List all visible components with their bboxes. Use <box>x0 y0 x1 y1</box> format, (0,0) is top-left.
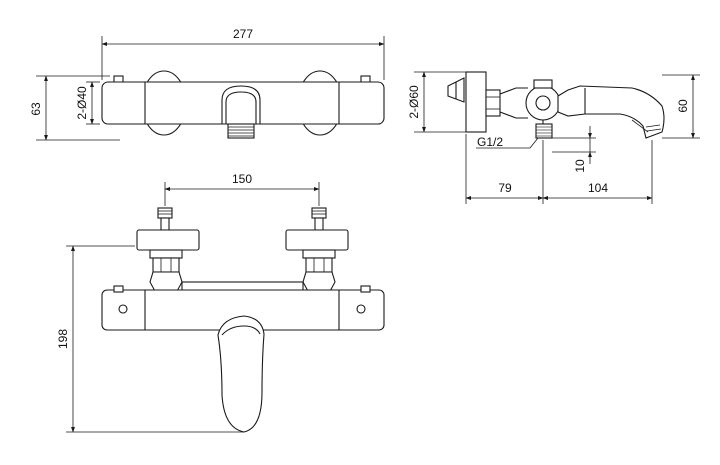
dim-bottom-height: 198 <box>56 329 70 349</box>
elevation-view: 150 198 <box>56 172 385 433</box>
side-view: 2-Ø60 60 G1/2 10 79 104 <box>407 71 700 204</box>
dim-side-height: 60 <box>676 99 690 113</box>
dim-side-depth-back: 79 <box>498 181 512 195</box>
label-thread: G1/2 <box>477 135 503 149</box>
dim-bottom-centers: 150 <box>232 172 252 186</box>
dim-side-depth-spout: 104 <box>588 181 608 195</box>
dim-side-diameter: 2-Ø60 <box>407 85 421 119</box>
dim-front-width: 277 <box>233 27 253 41</box>
front-view: 277 63 2-Ø40 <box>29 27 385 141</box>
dim-front-height: 63 <box>29 102 43 116</box>
dim-connector-diameter: 2-Ø40 <box>75 86 89 120</box>
dim-thread-offset: 10 <box>573 159 587 173</box>
